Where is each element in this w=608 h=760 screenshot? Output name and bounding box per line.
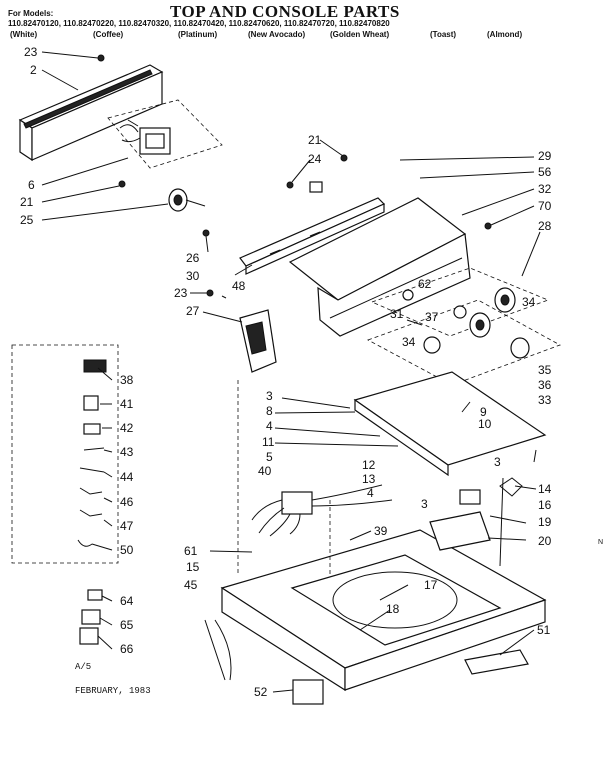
callout-label: 27 bbox=[186, 304, 200, 318]
color-toast: (Toast) bbox=[430, 30, 457, 39]
callout-label: 43 bbox=[120, 445, 134, 459]
page-title: TOP AND CONSOLE PARTS bbox=[170, 2, 400, 21]
callout-label: 32 bbox=[538, 182, 552, 196]
console-bracket bbox=[239, 181, 386, 275]
footer-code: A/5 bbox=[75, 662, 92, 672]
callout-label: 47 bbox=[120, 519, 134, 533]
knob-group-box bbox=[367, 299, 561, 386]
corner-mark: N bbox=[598, 539, 604, 546]
callout-label: 38 bbox=[120, 373, 134, 387]
callout-label: 34 bbox=[522, 295, 536, 309]
callout-label: 30 bbox=[186, 269, 200, 283]
callout-label: 14 bbox=[538, 482, 552, 496]
callout-label: 25 bbox=[20, 213, 34, 227]
model-numbers: 110.82470120, 110.82470220, 110.82470320… bbox=[8, 19, 390, 28]
leader-lines bbox=[41, 51, 541, 693]
callout-label: 24 bbox=[308, 152, 322, 166]
callout-label: 20 bbox=[538, 534, 552, 548]
callout-label: 29 bbox=[538, 149, 552, 163]
callout-label: 3 bbox=[266, 389, 273, 403]
callout-label: 51 bbox=[537, 623, 551, 637]
callout-label: 37 bbox=[425, 310, 439, 324]
rear-plate bbox=[353, 371, 547, 477]
lid-switch bbox=[429, 477, 523, 551]
callout-label: 23 bbox=[24, 45, 38, 59]
callout-label: 9 bbox=[480, 405, 487, 419]
back-panel bbox=[18, 64, 164, 162]
callout-label: 17 bbox=[424, 578, 438, 592]
callout-label: 4 bbox=[266, 419, 273, 433]
callout-label: 3 bbox=[421, 497, 428, 511]
lid-hinge bbox=[464, 649, 529, 675]
callout-label: 35 bbox=[538, 363, 552, 377]
callout-label: 26 bbox=[186, 251, 200, 265]
callout-label: 23 bbox=[174, 286, 188, 300]
callout-label: 61 bbox=[184, 544, 198, 558]
callout-label: 41 bbox=[120, 397, 134, 411]
callout-label: 40 bbox=[258, 464, 272, 478]
color-new-avocado: (New Avocado) bbox=[248, 30, 306, 39]
callout-label: 21 bbox=[20, 195, 34, 209]
callout-label: 39 bbox=[374, 524, 388, 538]
callout-label: 18 bbox=[386, 602, 400, 616]
small-parts-panel bbox=[11, 344, 119, 645]
callout-label: 31 bbox=[390, 307, 404, 321]
callout-label: 36 bbox=[538, 378, 552, 392]
color-coffee: (Coffee) bbox=[93, 30, 124, 39]
callout-label: 2 bbox=[30, 63, 37, 77]
callout-label: 19 bbox=[538, 515, 552, 529]
callout-label: 56 bbox=[538, 165, 552, 179]
models-lead: For Models: bbox=[8, 9, 54, 18]
console-panel bbox=[288, 197, 471, 337]
callout-label: 13 bbox=[362, 472, 376, 486]
callout-label: 52 bbox=[254, 685, 268, 699]
wiring-harness bbox=[251, 484, 393, 537]
callout-label: 11 bbox=[262, 435, 275, 449]
color-golden-wheat: (Golden Wheat) bbox=[330, 30, 390, 39]
callout-label: 28 bbox=[538, 219, 552, 233]
color-platinum: (Platinum) bbox=[178, 30, 218, 39]
callout-label: 16 bbox=[538, 498, 552, 512]
callout-label: 42 bbox=[120, 421, 134, 435]
footer-date: FEBRUARY, 1983 bbox=[75, 686, 151, 696]
screws bbox=[97, 54, 492, 297]
callout-label: 4 bbox=[367, 486, 374, 500]
callout-label: 5 bbox=[266, 450, 273, 464]
callout-label: 15 bbox=[186, 560, 200, 574]
control-knobs bbox=[402, 287, 530, 359]
timer-tray bbox=[107, 99, 223, 169]
callout-label: 6 bbox=[28, 178, 35, 192]
color-almond: (Almond) bbox=[487, 30, 523, 39]
callout-label: 65 bbox=[120, 618, 134, 632]
washer-top bbox=[220, 529, 547, 692]
callout-label: 21 bbox=[308, 133, 322, 147]
console-end-cap bbox=[239, 309, 277, 373]
callout-label: 64 bbox=[120, 594, 134, 608]
callout-label: 3 bbox=[494, 455, 501, 469]
motor-harness bbox=[204, 619, 324, 705]
callout-label: 66 bbox=[120, 642, 134, 656]
callout-label: 8 bbox=[266, 404, 273, 418]
callout-label: 10 bbox=[478, 417, 492, 431]
callout-label: 62 bbox=[418, 277, 432, 291]
callout-label: 34 bbox=[402, 335, 416, 349]
callout-label: 45 bbox=[184, 578, 198, 592]
callout-label: 48 bbox=[232, 279, 246, 293]
callout-label: 46 bbox=[120, 495, 134, 509]
callout-labels: 23 2 6 21 25 21 24 29 56 32 70 28 26 30 … bbox=[20, 45, 552, 699]
callout-label: 44 bbox=[120, 470, 134, 484]
callout-label: 33 bbox=[538, 393, 552, 407]
callout-label: 70 bbox=[538, 199, 552, 213]
callout-label: 50 bbox=[120, 543, 134, 557]
color-white: (White) bbox=[10, 30, 38, 39]
callout-label: 12 bbox=[362, 458, 376, 472]
timer-knob bbox=[168, 188, 206, 212]
